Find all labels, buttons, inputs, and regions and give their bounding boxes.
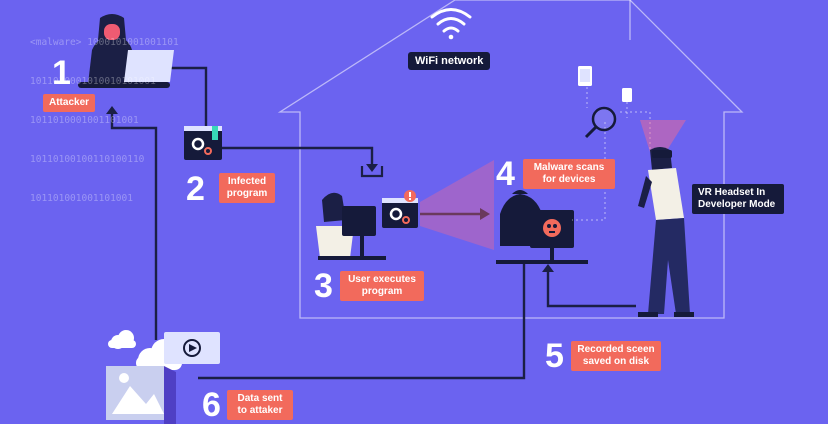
connector-screen-to-cloud [198,262,526,380]
warning-icon [404,190,416,202]
step-5-number: 5 [545,337,564,375]
phone-icon [578,66,592,86]
connector-cloud-to-attacker [110,112,158,340]
step-3-number: 3 [314,267,333,305]
code-line: 10110100100110100110 [30,154,145,165]
scanner-figure [496,190,588,264]
vr-headset-label: VR Headset In Developer Mode [692,184,784,214]
skull-icon [543,219,561,237]
wifi-network-label: WiFi network [408,52,491,70]
step-5-label: Recorded sceen saved on disk [571,341,661,371]
house-outline [277,0,744,319]
vr-beam [640,120,686,152]
step-4-number: 4 [496,155,515,193]
video-play-icon [164,332,220,364]
code-line: 101101001001101001 [30,193,133,204]
magnifier-icon [584,106,617,139]
wifi-icon [430,8,472,40]
step-1-label: Attacker [43,94,96,112]
connector-program-to-user [222,146,374,166]
laptop-icon [78,50,174,88]
vr-headset-icon [652,150,672,158]
connector-attacker-to-program [160,66,208,126]
malware-code-text: <malware> 1000101001001101 1011010001010… [30,10,179,231]
infected-window-icon [382,198,418,228]
user-figure [316,192,386,260]
code-line: 1011010001001101001 [30,115,139,126]
step-6-label: Data sent to attaker [227,390,293,420]
code-line: 1011010001010010101001 [30,76,156,87]
tablet-icon [622,88,632,102]
step-1-number: 1 [52,54,71,92]
step-4-label: Malware scans for devices [523,159,615,189]
connector-vr-to-screen [546,270,636,308]
image-icon [106,366,176,424]
program-window-icon [184,126,222,160]
step-2-number: 2 [186,170,205,208]
code-line: <malware> 1000101001001101 [30,37,179,48]
step-2-label: Infected program [219,173,275,203]
step-6-number: 6 [202,386,221,424]
vr-user-figure [638,147,694,317]
step-3-label: User executes program [340,271,424,301]
scan-beam [420,160,494,250]
